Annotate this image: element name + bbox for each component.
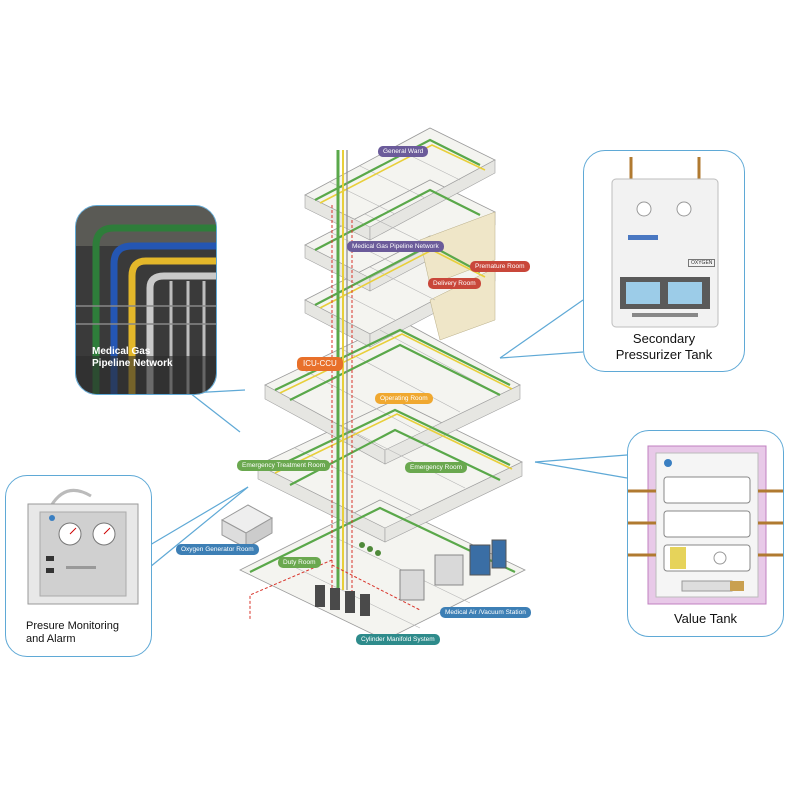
tag-icu-ccu: ICU-CCU	[297, 357, 343, 371]
tag-emergency-treatment-room: Emergency Treatment Room	[237, 460, 331, 471]
connector-value-tank	[534, 454, 628, 463]
pressure-monitor-image	[27, 488, 139, 605]
callout-pressure-monitoring: Presure Monitoring and Alarm	[5, 475, 152, 657]
basement-equipment	[315, 539, 507, 616]
tag-duty-room: Duty Room	[278, 557, 321, 568]
tag-premature-room: Premature Room	[470, 261, 530, 272]
tag-delivery-room: Delivery Room	[428, 278, 481, 289]
connector-monitoring	[149, 486, 249, 546]
connector-pipeline	[189, 392, 241, 433]
pipeline-photo-label: Medical Gas Pipeline Network	[92, 346, 173, 369]
tag-operating-room: Operating Room	[375, 393, 433, 404]
secondary-pressurizer-tank-label: Secondary Pressurizer Tank	[615, 331, 713, 362]
red-dashed-lines	[249, 205, 421, 620]
pressure-monitoring-label: Presure Monitoring and Alarm	[26, 620, 119, 646]
tag-medical-gas-pipeline-network: Medical Gas Pipeline Network	[347, 241, 444, 252]
oxygen-panel-tag: OXYGEN	[688, 259, 716, 267]
pipeline-photo	[76, 206, 216, 394]
tag-oxygen-generator-room: Oxygen Generator Room	[176, 544, 259, 555]
callout-pipeline-photo: Medical Gas Pipeline Network	[75, 205, 217, 395]
value-tank-label: Value Tank	[673, 611, 738, 626]
plants	[359, 542, 381, 556]
callout-secondary-pressurizer-tank: OXYGEN Secondary Pressurizer Tank	[583, 150, 745, 372]
tag-medical-air-vacuum-station: Medical Air /Vacuum Station	[440, 607, 531, 618]
floor-basement	[239, 499, 526, 641]
value-tank-image	[628, 445, 783, 605]
tag-emergency-room: Emergency Room	[405, 462, 468, 473]
tag-general-ward: General Ward	[378, 146, 429, 157]
tag-cylinder-manifold-system: Cylinder Manifold System	[356, 634, 440, 645]
connector-secondary-tank	[499, 299, 584, 359]
oxygen-generator-unit	[220, 504, 274, 549]
pressurizer-tank-image	[611, 157, 719, 328]
callout-value-tank: Value Tank	[627, 430, 784, 637]
